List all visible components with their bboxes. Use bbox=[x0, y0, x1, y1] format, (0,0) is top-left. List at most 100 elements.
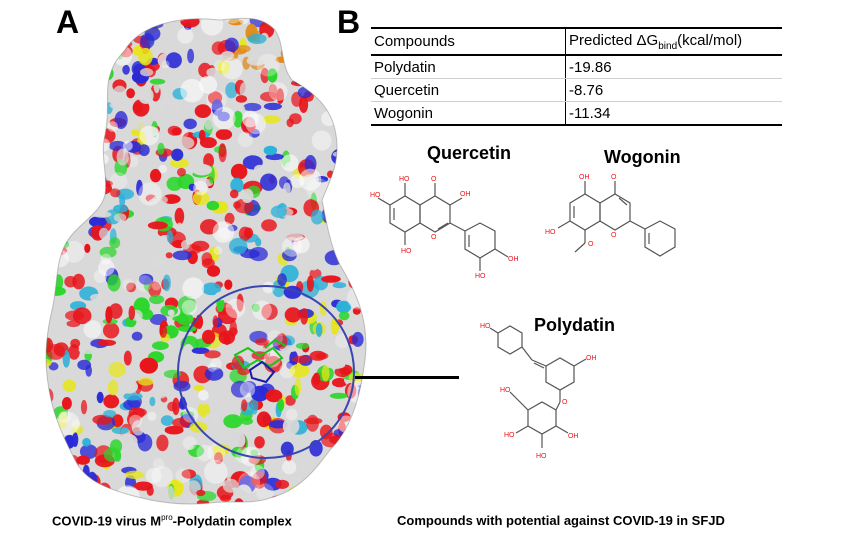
surface-patch bbox=[46, 121, 50, 131]
surface-patch bbox=[53, 144, 61, 153]
surface-highlight bbox=[279, 362, 296, 379]
surface-highlight bbox=[58, 410, 71, 424]
surface-patch bbox=[359, 235, 366, 248]
surface-patch bbox=[361, 79, 366, 90]
surface-patch bbox=[33, 83, 46, 90]
surface-patch bbox=[351, 420, 362, 427]
surface-patch bbox=[157, 18, 177, 19]
surface-highlight bbox=[46, 282, 55, 298]
surface-highlight bbox=[245, 113, 266, 135]
compound-cell: Wogonin bbox=[371, 101, 566, 126]
surface-patch bbox=[52, 475, 70, 487]
surface-patch bbox=[236, 293, 244, 312]
surface-patch bbox=[113, 85, 127, 101]
surface-patch bbox=[46, 174, 48, 192]
surface-patch bbox=[120, 379, 138, 394]
surface-highlight bbox=[242, 110, 259, 128]
surface-patch bbox=[147, 221, 168, 230]
surface-patch bbox=[230, 380, 249, 398]
surface-patch bbox=[109, 102, 121, 109]
surface-patch bbox=[235, 484, 252, 503]
surface-patch bbox=[34, 116, 44, 128]
surface-patch bbox=[189, 71, 200, 79]
surface-patch bbox=[358, 399, 366, 409]
surface-patch bbox=[184, 441, 194, 451]
surface-highlight bbox=[262, 18, 275, 19]
surface-patch bbox=[217, 111, 230, 122]
surface-highlight bbox=[34, 471, 45, 482]
surface-patch bbox=[261, 303, 278, 320]
surface-patch bbox=[58, 411, 68, 429]
surface-patch bbox=[265, 389, 283, 403]
surface-patch bbox=[358, 394, 366, 407]
surface-patch bbox=[345, 429, 359, 439]
surface-patch bbox=[183, 118, 197, 130]
surface-patch bbox=[140, 467, 161, 476]
surface-patch bbox=[60, 187, 75, 203]
surface-patch bbox=[46, 33, 55, 45]
surface-patch bbox=[206, 265, 221, 277]
surface-patch bbox=[30, 411, 39, 427]
surface-patch bbox=[51, 126, 69, 137]
surface-patch bbox=[160, 415, 174, 426]
surface-highlight bbox=[237, 131, 254, 148]
surface-highlight bbox=[252, 300, 272, 321]
atom-label: O bbox=[431, 176, 437, 183]
surface-patch bbox=[80, 501, 98, 505]
surface-patch bbox=[344, 134, 351, 148]
wogonin-title: Wogonin bbox=[604, 147, 681, 167]
surface-patch bbox=[46, 440, 63, 455]
surface-patch bbox=[78, 345, 99, 355]
surface-patch bbox=[138, 377, 154, 386]
surface-patch bbox=[76, 185, 97, 193]
surface-patch bbox=[331, 89, 349, 99]
surface-patch bbox=[204, 414, 211, 427]
surface-patch bbox=[196, 499, 210, 505]
surface-highlight bbox=[193, 180, 208, 196]
surface-patch bbox=[270, 205, 287, 218]
surface-highlight bbox=[293, 236, 310, 254]
surface-patch bbox=[198, 129, 206, 142]
surface-patch bbox=[187, 48, 195, 64]
surface-patch bbox=[329, 392, 348, 399]
surface-patch bbox=[306, 275, 314, 292]
surface-patch bbox=[115, 10, 122, 17]
surface-patch bbox=[177, 167, 186, 177]
surface-highlight bbox=[55, 411, 80, 436]
surface-patch bbox=[58, 64, 72, 77]
surface-patch bbox=[180, 18, 200, 28]
surface-patch bbox=[30, 30, 42, 38]
surface-patch bbox=[80, 399, 88, 415]
surface-patch bbox=[86, 80, 105, 96]
surface-patch bbox=[340, 62, 356, 77]
surface-patch bbox=[235, 432, 246, 448]
surface-patch bbox=[156, 434, 169, 452]
surface-patch bbox=[46, 128, 54, 139]
surface-patch bbox=[282, 417, 300, 435]
header-predicted-dg: Predicted ΔGbind(kcal/mol) bbox=[565, 27, 782, 56]
surface-patch bbox=[289, 363, 310, 378]
surface-patch bbox=[347, 151, 354, 163]
surface-patch bbox=[288, 490, 296, 505]
surface-highlight bbox=[158, 164, 167, 174]
surface-patch bbox=[77, 359, 92, 370]
surface-patch bbox=[251, 471, 267, 489]
surface-patch bbox=[31, 245, 41, 261]
surface-patch bbox=[250, 385, 270, 402]
surface-patch bbox=[162, 10, 169, 17]
surface-patch bbox=[46, 344, 66, 360]
surface-highlight bbox=[71, 420, 81, 429]
surface-highlight bbox=[334, 237, 357, 261]
surface-patch bbox=[166, 230, 174, 243]
protein-surface bbox=[30, 10, 366, 505]
surface-highlight bbox=[210, 358, 222, 370]
surface-patch bbox=[275, 10, 282, 17]
surface-patch bbox=[164, 425, 184, 435]
surface-patch bbox=[361, 137, 366, 151]
surface-patch bbox=[356, 420, 364, 430]
surface-patch bbox=[165, 252, 173, 259]
surface-patch bbox=[167, 125, 181, 136]
surface-patch bbox=[246, 56, 266, 66]
surface-patch bbox=[360, 252, 366, 263]
surface-patch bbox=[31, 164, 38, 177]
